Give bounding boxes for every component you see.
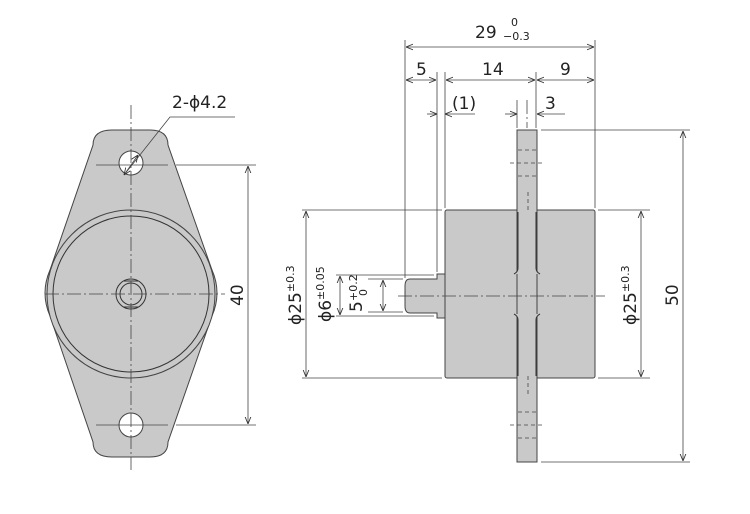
side-view: 29 0 −0.3 5 14 9 (1) 3 50 ϕ25±0.3 ϕ25±0.… [284, 16, 690, 463]
flat-width-tol-lower: 0 [357, 289, 370, 296]
body-dia-left-tol: ±0.3 [284, 265, 297, 292]
flat-width-tol-upper: +0.2 [347, 274, 360, 301]
body-dia-right-tol: ±0.3 [619, 265, 632, 292]
hole-pitch-label: 40 [228, 284, 248, 306]
shaft-length-label: 5 [416, 60, 427, 80]
rear-length-label: 9 [560, 60, 571, 80]
overall-length-label: 29 [475, 23, 497, 43]
hole-callout-leader [123, 116, 235, 176]
body-dia-right-value: ϕ25 [621, 292, 641, 325]
shaft-dia-value: ϕ6 [316, 300, 336, 322]
hole-callout-label: 2-ϕ4.2 [172, 93, 227, 113]
overall-length-value: 29 [475, 23, 497, 43]
front-view: 2-ϕ4.2 40 [44, 93, 256, 470]
shaft-dia-label: ϕ6±0.05 [314, 266, 336, 322]
flange-thickness-label: 3 [545, 94, 556, 114]
flange-slot-lines [513, 212, 541, 376]
body-dia-right-label: ϕ25±0.3 [619, 265, 641, 325]
hidden-lines [510, 149, 544, 439]
shaft-dia-tol: ±0.05 [314, 266, 327, 300]
overall-length-tol-lower: −0.3 [503, 30, 530, 43]
step-label: (1) [452, 94, 476, 114]
body-length-label: 14 [482, 60, 504, 80]
body-dia-left-value: ϕ25 [286, 292, 306, 325]
flat-width-label: 5 [347, 301, 367, 312]
body-dia-left-label: ϕ25±0.3 [284, 265, 306, 325]
flange-height-label: 50 [663, 284, 683, 306]
hole-dia-arrow [124, 155, 138, 175]
overall-length-tol-upper: 0 [511, 16, 518, 29]
